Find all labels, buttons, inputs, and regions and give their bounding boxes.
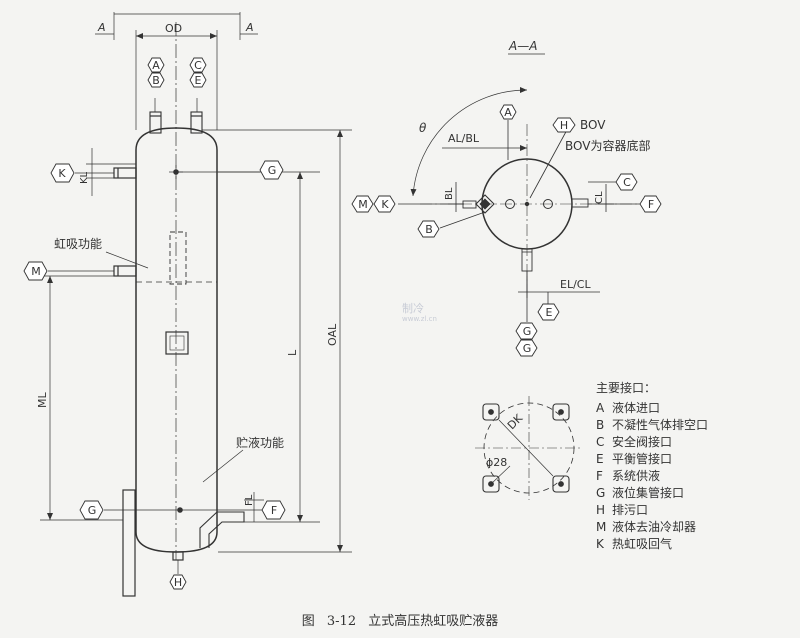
svg-text:G: G xyxy=(88,504,97,517)
support-leg xyxy=(122,489,136,597)
elevation-dimensions xyxy=(40,12,352,574)
svg-text:C: C xyxy=(194,59,202,72)
bubble-g-section-1: G xyxy=(515,322,538,340)
bubble-h-lower: H xyxy=(169,574,187,590)
bubble-m: M xyxy=(23,261,48,281)
svg-text:M: M xyxy=(31,265,41,278)
svg-text:E: E xyxy=(546,306,553,319)
svg-text:G: G xyxy=(523,325,532,338)
cut-a-left-label: A xyxy=(97,21,106,34)
watermark: 制冷 www.zl.cn xyxy=(402,302,437,323)
al-bl-label: AL/BL xyxy=(448,132,480,145)
l-label: L xyxy=(286,349,299,356)
nozzle-m xyxy=(113,265,137,277)
section-view xyxy=(398,53,656,322)
ml-label: ML xyxy=(36,392,49,408)
section-title: A—A xyxy=(508,39,537,53)
svg-text:H: H xyxy=(174,576,182,589)
cut-a-right-label: A xyxy=(245,21,254,34)
dashed-box xyxy=(169,231,187,285)
storage-annotation: 贮液功能 xyxy=(236,435,284,450)
oal-label: OAL xyxy=(326,323,339,346)
nozzle-h xyxy=(172,551,184,561)
section-bubbles: A H M K B C F E xyxy=(351,104,662,357)
svg-text:K: K xyxy=(381,198,389,211)
bubble-g-lower: G xyxy=(79,500,104,520)
kl-label: KL xyxy=(79,171,90,184)
svg-text:E: E xyxy=(195,74,202,87)
nozzle-f xyxy=(199,511,245,548)
svg-text:B: B xyxy=(152,74,160,87)
bubble-m-section: M xyxy=(351,195,374,213)
svg-text:A: A xyxy=(504,106,512,119)
svg-text:H: H xyxy=(560,119,568,132)
svg-text:G: G xyxy=(523,342,532,355)
cl-label: CL xyxy=(594,191,605,204)
nozzle-a-b xyxy=(149,111,162,134)
svg-text:F: F xyxy=(271,504,277,517)
bov-label: BOV xyxy=(580,118,606,132)
bubble-f-section: F xyxy=(639,195,662,213)
nameplate xyxy=(165,331,189,355)
bubble-h-section: H xyxy=(552,117,576,133)
bolt-circle-detail xyxy=(475,396,583,500)
svg-text:F: F xyxy=(648,198,654,211)
bubble-f-lower: F xyxy=(261,500,286,520)
svg-text:B: B xyxy=(425,223,433,236)
bubble-c-section: C xyxy=(615,173,638,191)
od-label: OD xyxy=(165,22,182,35)
bubble-b: B xyxy=(147,72,165,88)
bubble-b-section: B xyxy=(417,220,440,238)
bl-label: BL xyxy=(444,187,455,200)
figure-caption: 图 3-12 立式高压热虹吸贮液器 xyxy=(301,614,499,629)
el-cl-label: EL/CL xyxy=(560,278,591,291)
svg-text:C: C xyxy=(623,176,631,189)
bubble-g-upper: G xyxy=(259,160,284,180)
bubble-e-section: E xyxy=(537,303,560,321)
svg-text:M: M xyxy=(358,198,368,211)
bubble-c: C xyxy=(189,57,207,73)
svg-text:G: G xyxy=(268,164,277,177)
bov-note: BOV为容器底部 xyxy=(565,138,650,153)
nozzle-k xyxy=(113,167,137,179)
theta-label: θ xyxy=(419,121,427,135)
section-labels: A—A θ AL/BL BL CL EL/CL BOV BOV为容器底部 xyxy=(419,39,650,291)
bubble-e: E xyxy=(189,72,207,88)
bubble-k-section: K xyxy=(373,195,396,213)
svg-text:A: A xyxy=(152,59,160,72)
vessel-shell xyxy=(135,127,218,553)
nozzle-c-e xyxy=(190,111,203,134)
bubble-g-section-2: G xyxy=(515,339,538,357)
bubble-k: K xyxy=(50,163,75,183)
svg-text:K: K xyxy=(58,167,66,180)
fl-label: FL xyxy=(244,494,255,506)
legend-title: 主要接口： xyxy=(596,381,657,395)
bubble-a: A xyxy=(147,57,165,73)
phi28-label: ϕ28 xyxy=(486,456,507,469)
siphon-annotation: 虹吸功能 xyxy=(54,237,102,251)
elevation-labels: A A OD KL ML L OAL FL 虹吸功能 贮液功能 xyxy=(36,21,339,506)
elevation-bubbles: A B C E K G M G xyxy=(23,57,286,590)
bubble-a-section: A xyxy=(499,104,517,120)
